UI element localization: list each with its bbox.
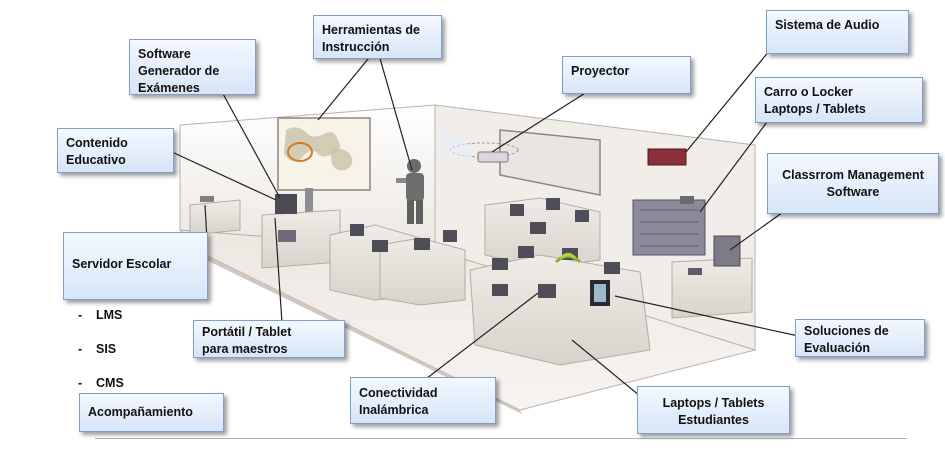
label-conectividad-inalambrica: Conectividad Inalámbrica: [350, 377, 496, 424]
laptop-cart: [632, 196, 706, 256]
servidor-list: LMS SIS CMS: [72, 290, 199, 409]
teacher-desk: [189, 194, 341, 269]
management-desk: [671, 235, 753, 319]
label-proyector: Proyector: [562, 56, 691, 94]
label-sistema-audio: Sistema de Audio: [766, 10, 909, 54]
audio-speaker: [647, 148, 687, 166]
servidor-item-sis: SIS: [72, 341, 199, 358]
label-carro-locker: Carro o Locker Laptops / Tablets: [755, 77, 923, 123]
label-soluciones-evaluacion: Soluciones de Evaluación: [795, 319, 925, 357]
servidor-title: Servidor Escolar: [72, 257, 172, 271]
servidor-item-cms: CMS: [72, 375, 199, 392]
projector: [440, 130, 519, 163]
floor-front: [198, 252, 522, 414]
label-acompanamiento: Acompañamiento: [79, 393, 224, 432]
bottom-rule: [95, 438, 907, 439]
label-servidor-escolar: Servidor Escolar LMS SIS CMS: [63, 232, 208, 390]
teacher-figure: [396, 159, 424, 224]
label-laptops-tablets-estudiantes: Laptops / Tablets Estudiantes: [637, 386, 790, 434]
student-desk-cluster-3: [469, 246, 651, 366]
servidor-item-lms: LMS: [72, 307, 199, 324]
label-portatil-maestros: Portátil / Tablet para maestros: [193, 320, 345, 358]
wifi-icon: [554, 253, 582, 264]
label-software-generador-examenes: Software Generador de Exámenes: [129, 39, 256, 95]
label-contenido-educativo: Contenido Educativo: [57, 128, 174, 173]
label-classroom-management-software: Classrrom Management Software: [767, 153, 939, 214]
student-desk-cluster-1: [329, 224, 466, 306]
label-herramientas-instruccion: Herramientas de Instrucción: [313, 15, 442, 59]
interactive-whiteboard: [277, 117, 371, 230]
